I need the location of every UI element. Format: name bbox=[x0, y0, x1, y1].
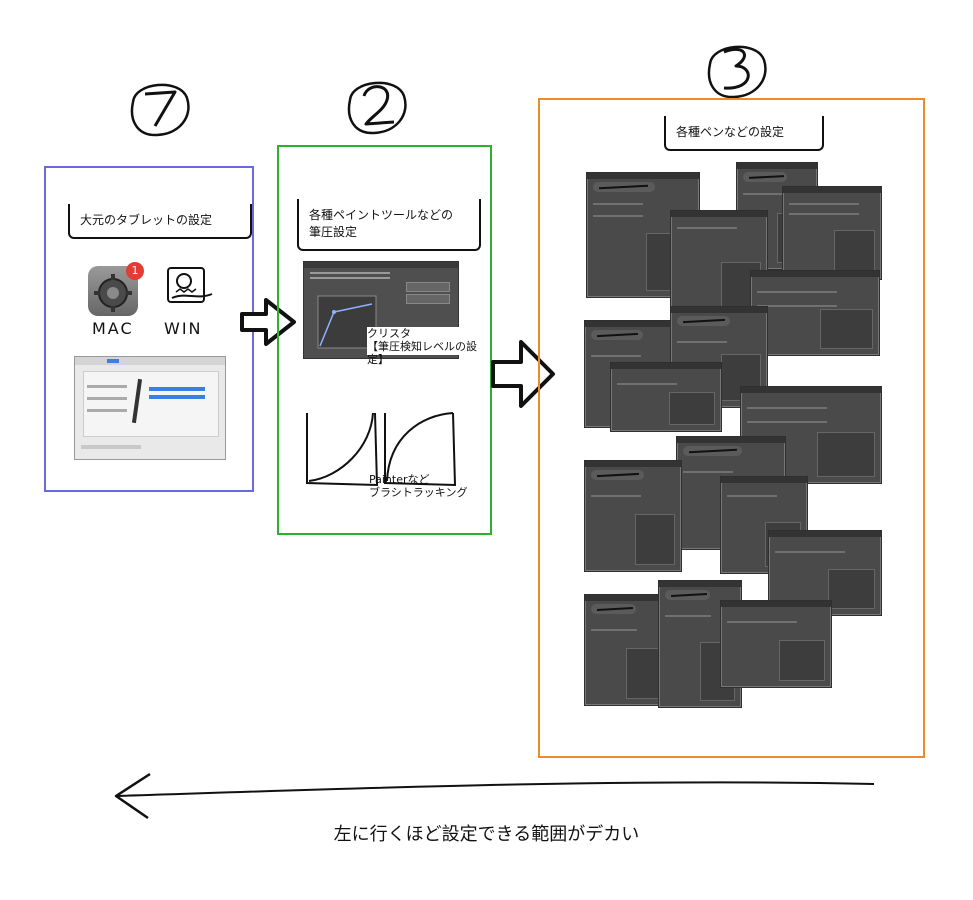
notification-badge: 1 bbox=[126, 262, 144, 280]
brush-settings-screenshot bbox=[720, 600, 832, 688]
step-1-panel: 大元のタブレットの設定 1 MAC WIN bbox=[44, 166, 254, 492]
step-2-number bbox=[342, 70, 412, 140]
os-label-win: WIN bbox=[164, 319, 203, 338]
pressure-curve-sketches bbox=[306, 412, 457, 487]
step-2-title-line2: 筆圧設定 bbox=[309, 225, 358, 239]
step-3-circle bbox=[707, 45, 767, 99]
painter-label-text: Painterなど bbox=[369, 473, 430, 486]
step-2-title: 各種ペイントツールなどの 筆圧設定 bbox=[297, 199, 481, 251]
step-1-title: 大元のタブレットの設定 bbox=[68, 204, 252, 239]
bottom-caption: 左に行くほど設定できる範囲がデカい bbox=[0, 820, 973, 846]
os-label-mac-text: MAC bbox=[92, 319, 134, 338]
callout-subtitle: 【筆圧検知レベルの設定】 bbox=[367, 340, 477, 366]
step-1-circle bbox=[130, 83, 190, 137]
gear-icon-svg bbox=[94, 274, 132, 312]
arrow-right-icon-1 bbox=[240, 298, 296, 346]
left-arrow-icon bbox=[114, 772, 875, 820]
step-3-number bbox=[702, 34, 772, 104]
callout-title: クリスタ bbox=[367, 327, 411, 340]
step-3-title: 各種ペンなどの設定 bbox=[664, 116, 824, 151]
step-1-number bbox=[125, 72, 195, 142]
brush-settings-screenshot bbox=[610, 362, 722, 432]
bottom-caption-text: 左に行くほど設定できる範囲がデカい bbox=[333, 824, 640, 845]
painter-label: Painterなど ブラシトラッキング bbox=[369, 473, 467, 499]
os-label-win-text: WIN bbox=[164, 319, 203, 338]
brush-settings-screenshot bbox=[670, 210, 768, 320]
brush-settings-screenshot bbox=[782, 186, 882, 280]
callout-box: クリスタ 【筆圧検知レベルの設定】 bbox=[367, 327, 489, 366]
brush-settings-screenshot bbox=[584, 594, 668, 706]
step-3-panel: 各種ペンなどの設定 bbox=[538, 98, 925, 758]
step-2-title-line1: 各種ペイントツールなどの bbox=[309, 208, 454, 222]
tablet-settings-screenshot bbox=[74, 356, 226, 460]
brush-settings-screenshot bbox=[584, 460, 682, 572]
step-2-circle bbox=[347, 81, 407, 135]
brush-settings-screenshot bbox=[740, 386, 882, 484]
os-label-mac: MAC bbox=[92, 319, 134, 338]
painter-sub-text: ブラシトラッキング bbox=[369, 486, 468, 499]
step-2-panel: 各種ペイントツールなどの 筆圧設定 クリスタ 【筆圧検知レベルの設定】 Pain… bbox=[277, 145, 492, 535]
tablet-sketch-icon bbox=[164, 264, 216, 310]
arrow-right-icon-2 bbox=[491, 340, 555, 408]
step-1-title-text: 大元のタブレットの設定 bbox=[80, 213, 213, 227]
step-3-title-text: 各種ペンなどの設定 bbox=[676, 125, 785, 139]
brush-settings-screenshot bbox=[750, 270, 880, 356]
badge-count: 1 bbox=[131, 264, 139, 277]
